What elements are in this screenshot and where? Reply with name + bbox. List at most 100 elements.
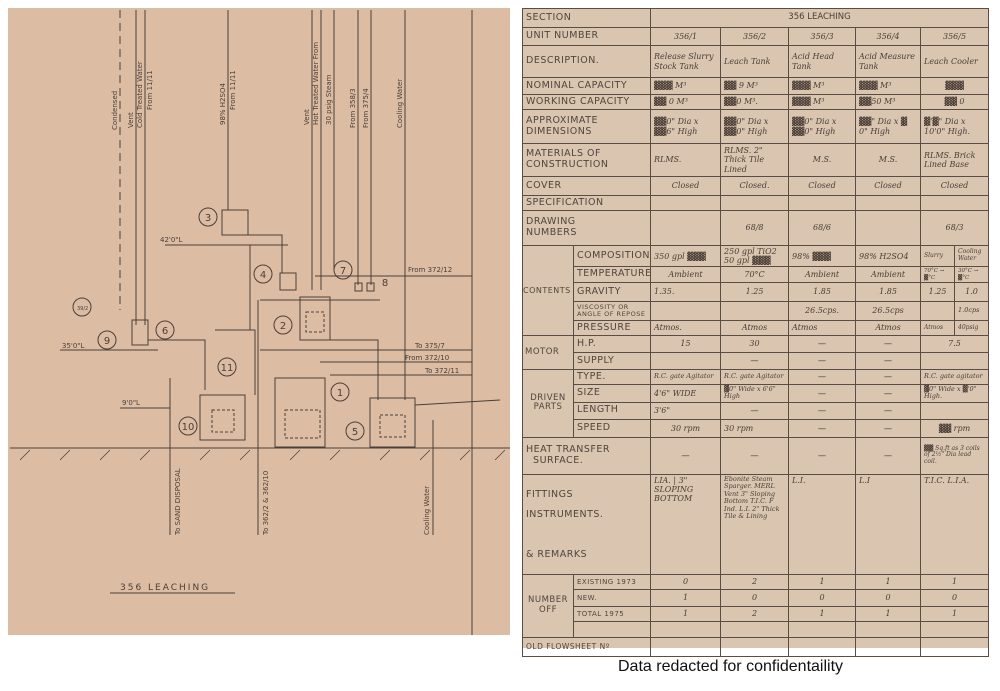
size-value: — [788, 384, 857, 403]
label-cooling-out: Cooling Water [423, 486, 431, 535]
heat-label-line2: SURFACE. [533, 454, 584, 466]
unit-marker-11: 11 [217, 357, 237, 377]
nominal-capacity-label: NOMINAL CAPACITY [521, 77, 652, 95]
viscosity-value [650, 301, 722, 321]
size-value: ▓0" Wide x ▓'0" High. [920, 384, 990, 403]
length-value: — [788, 401, 857, 420]
length-value [920, 401, 990, 420]
cover-value: Closed [788, 176, 857, 196]
unit-marker-8: 8 [382, 278, 388, 289]
temperature-value: 70°C → ▓°C [920, 266, 956, 283]
viscosity-value [720, 301, 790, 321]
unit-number: 356/2 [720, 27, 790, 46]
drawing-number: 68/6 [788, 210, 857, 246]
pressure-label: PRESSURE [572, 320, 652, 336]
speed-value: ▓▓ rpm [920, 418, 990, 438]
size-value: ▓0" Wide x 6'6" High [720, 384, 790, 403]
gravity-value: 1.0 [954, 282, 990, 302]
length-value: — [720, 401, 790, 420]
nominal-capacity-value: ▓▓▓ M³ [788, 77, 857, 95]
existing-count: 1 [855, 573, 922, 590]
existing-count: 2 [720, 573, 790, 590]
total-count: 2 [720, 605, 790, 622]
label-cooling-in: Cooling Water [396, 79, 404, 128]
materials-value: M.S. [788, 143, 857, 177]
pressure-value: 40psig [954, 320, 990, 336]
fittings-value: T.I.C. L.I.A. [920, 473, 990, 575]
working-capacity-value: ▓▓ 0 M³ [650, 94, 722, 110]
hp-value: — [788, 335, 857, 353]
fittings-value: L.I [855, 473, 922, 575]
materials-value: RLMS. 2" Thick Tile Lined [720, 143, 790, 177]
new-count: 0 [788, 588, 857, 607]
description-value: Leach Cooler [920, 45, 990, 78]
heat-transfer-label: HEAT TRANSFER SURFACE. [521, 436, 652, 475]
hp-label: H.P. [572, 335, 652, 353]
working-capacity-label: WORKING CAPACITY [521, 94, 652, 110]
supply-value: — [855, 352, 922, 370]
temperature-value: Ambient [855, 266, 922, 283]
gravity-value: 1.35. [650, 282, 722, 302]
composition-label: COMPOSITION [572, 244, 652, 268]
temperature-label: TEMPERATURE [572, 266, 652, 283]
pressure-value: Atmos. [650, 320, 722, 336]
unit-marker-10: 10 [178, 416, 198, 436]
type-value: R.C. gate Agitator [650, 369, 722, 385]
size-value: — [855, 384, 922, 403]
heat-transfer-value: ▓▓ Sq.ft as 3 coils of 2½" Dia lead coil… [920, 436, 990, 475]
viscosity-value: 26.5cps [855, 301, 922, 321]
hp-value: — [855, 335, 922, 353]
heat-transfer-value: — [720, 436, 790, 475]
description-value: Release Slurry Stock Tank [650, 45, 722, 78]
diagram-paper [8, 8, 510, 635]
fittings-label-line1: FITTINGS [526, 488, 574, 500]
unit-number: 356/3 [788, 27, 857, 46]
supply-value: — [788, 352, 857, 370]
dimensions-value: ▓▓" Dia x ▓ 0" High [855, 109, 922, 144]
length-value: 3'6" [650, 401, 722, 420]
fittings-label-line2: INSTRUMENTS. [526, 508, 604, 520]
fittings-value: LIA. | 3" SLOPING BOTTOM [650, 473, 722, 575]
speed-label: SPEED [572, 418, 652, 438]
motor-label: MOTOR [522, 335, 574, 370]
unit-marker-1: 1 [330, 382, 350, 402]
label-from-acid: From 11/11 [229, 70, 237, 110]
label-hot-water: Hot Treated Water From [312, 42, 320, 125]
label-ref-39: 39/2 [77, 306, 88, 312]
existing-count: 0 [650, 573, 722, 590]
drawing-number: 68/8 [720, 210, 790, 246]
composition-value: 250 gpl TiO2 50 gpl ▓▓▓ [720, 244, 790, 268]
viscosity-value [920, 301, 956, 321]
driven-parts-label: DRIVEN PARTS [522, 369, 574, 438]
working-capacity-value: ▓▓ 0 [920, 94, 990, 110]
label-to-sand: To SAND DISPOSAL [174, 468, 182, 536]
size-label: SIZE [572, 384, 652, 403]
total-count: 1 [855, 605, 922, 622]
diagram-title: 356 LEACHING [120, 583, 210, 593]
pressure-value: Atmos [920, 320, 956, 336]
label-from-372-12: From 372/12 [408, 266, 452, 274]
nominal-capacity-value: ▓▓▓ M³ [855, 77, 922, 95]
label-from-358: From 358/3 [349, 88, 357, 128]
cover-value: Closed [650, 176, 722, 196]
gravity-value: 1.85 [788, 282, 857, 302]
unit-number: 356/1 [650, 27, 722, 46]
cover-value: Closed. [720, 176, 790, 196]
speed-value: 30 rpm [720, 418, 790, 438]
gravity-value: 1.25 [720, 282, 790, 302]
materials-label-line2: CONSTRUCTION [526, 159, 609, 170]
unit-marker-3: 3 [198, 207, 218, 227]
hp-value: 15 [650, 335, 722, 353]
heat-transfer-value: — [855, 436, 922, 475]
speed-value: — [788, 418, 857, 438]
hp-value: 7.5 [920, 335, 990, 353]
unit-marker-6: 6 [155, 320, 175, 340]
label-cold-water: Cold Treated Water [136, 61, 144, 128]
length-label: LENGTH [572, 401, 652, 420]
dimensions-label-line1: APPROXIMATE [526, 114, 598, 126]
svg-text:1: 1 [337, 388, 343, 399]
